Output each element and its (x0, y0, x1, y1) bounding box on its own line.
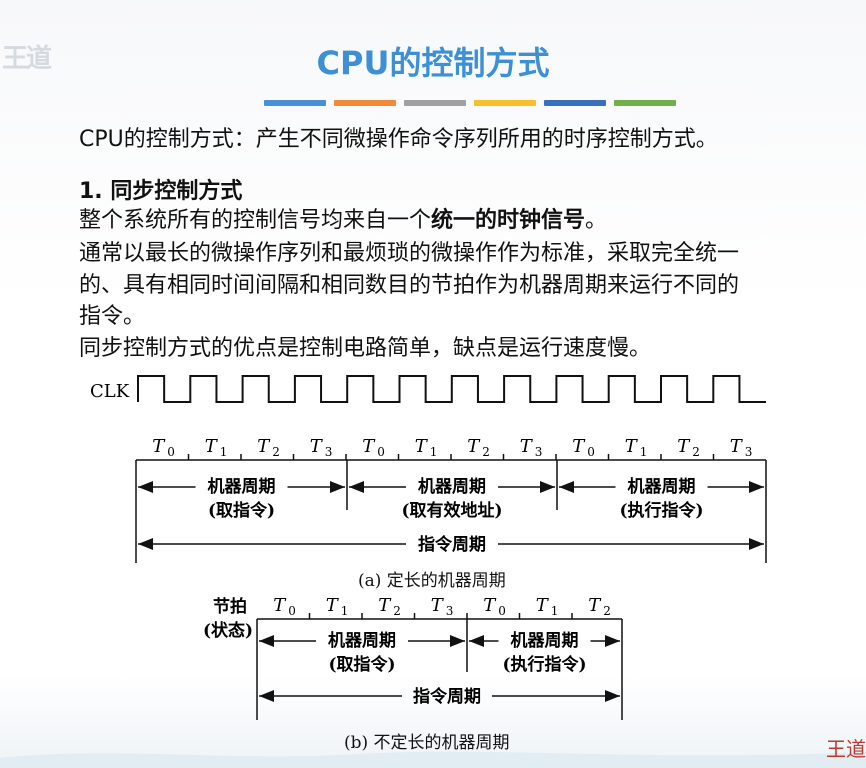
title-bar-4 (474, 100, 536, 106)
intro-text: CPU的控制方式：产生不同微操作命令序列所用的时序控制方式。 (79, 127, 718, 152)
instruction-cycle-label-b: 指令周期 (413, 686, 481, 707)
decorative-wave (0, 751, 866, 768)
b-cycle-0-sub: (取指令) (328, 654, 395, 675)
paragraph-line-4: 指令。 (79, 304, 146, 329)
a-beat-6: T (467, 436, 481, 457)
a-beat-0: T (152, 436, 166, 457)
a-beat-11: T (730, 436, 744, 457)
a-cycle-2-label: 机器周期 (628, 476, 696, 497)
beat-label-line2: (状态) (203, 620, 253, 641)
caption-b: (b) 不定长的机器周期 (344, 733, 510, 753)
title-bar-6 (614, 100, 676, 106)
b-beat-sub-2: 2 (393, 604, 401, 618)
paragraph-line-3: 的、具有相同时间间隔和相同数目的节拍作为机器周期来运行不同的 (79, 273, 740, 298)
a-cycle-1-sub: (取有效地址) (401, 500, 502, 521)
instruction-cycle-label-a: 指令周期 (418, 534, 486, 555)
title-bar-5 (544, 100, 606, 106)
section-heading: 1. 同步控制方式 (79, 179, 243, 204)
machine-cycles-a: 机器周期 (取指令) 机器周期 (取有效地址) 机器周期 (执行指令) (138, 476, 764, 521)
paragraph-line-5: 同步控制方式的优点是控制电路简单，缺点是运行速度慢。 (79, 336, 652, 361)
a-beat-7: T (520, 436, 534, 457)
b-beat-sub-0: 0 (288, 604, 296, 618)
b-beat-0: T (273, 595, 287, 616)
line1-bold: 统一的时钟信号 (431, 208, 586, 233)
b-cycle-0-label: 机器周期 (328, 630, 396, 651)
a-beat-sub-10: 2 (692, 445, 700, 459)
a-beat-sub-3: 3 (325, 445, 333, 459)
clk-label: CLK (90, 381, 130, 402)
b-beat-4: T (483, 595, 497, 616)
line1-prefix: 整个系统所有的控制信号均来自一个 (79, 208, 432, 233)
a-beat-sub-1: 1 (220, 445, 228, 459)
b-beat-sub-4: 0 (498, 604, 506, 618)
a-cycle-0-label: 机器周期 (208, 476, 276, 497)
b-beat-5: T (536, 595, 550, 616)
b-beat-sub-3: 3 (446, 604, 454, 618)
caption-a: (a) 定长的机器周期 (358, 571, 506, 591)
corner-brand: 王道 (826, 737, 866, 761)
b-beat-3: T (431, 595, 445, 616)
a-beat-3: T (310, 436, 324, 457)
paragraph-line-2: 通常以最长的微操作序列和最烦琐的微操作作为标准，采取完全统一 (79, 241, 740, 266)
title-bar-1 (264, 100, 326, 106)
beat-label-line1: 节拍 (213, 596, 247, 617)
a-beat-sub-0: 0 (167, 445, 175, 459)
slide-title: CPU的控制方式 (316, 44, 550, 82)
a-beat-sub-11: 3 (745, 445, 753, 459)
a-beat-sub-4: 0 (377, 445, 385, 459)
a-beat-sub-6: 2 (482, 445, 490, 459)
b-beat-sub-1: 1 (341, 604, 349, 618)
b-beat-1: T (326, 595, 340, 616)
a-beat-sub-5: 1 (430, 445, 438, 459)
a-beat-sub-7: 3 (535, 445, 543, 459)
a-beat-10: T (677, 436, 691, 457)
a-beat-4: T (362, 436, 376, 457)
watermark-logo: 王道 (2, 44, 52, 74)
b-beat-sub-5: 1 (551, 604, 559, 618)
a-beat-1: T (205, 436, 219, 457)
b-beat-2: T (378, 595, 392, 616)
a-beat-sub-8: 0 (587, 445, 595, 459)
a-cycle-2-sub: (执行指令) (619, 500, 703, 521)
title-bar-3 (404, 100, 466, 106)
b-beat-6: T (588, 595, 602, 616)
a-beat-9: T (625, 436, 639, 457)
machine-cycles-b: 机器周期 (取指令) 机器周期 (执行指令) (259, 630, 620, 675)
a-beat-2: T (257, 436, 271, 457)
paragraph-line-1: 整个系统所有的控制信号均来自一个统一的时钟信号。 (79, 207, 607, 235)
title-bar-2 (334, 100, 396, 106)
clock-waveform (137, 375, 766, 403)
b-beat-sub-6: 2 (603, 604, 611, 618)
a-beat-5: T (415, 436, 429, 457)
b-cycle-1-label: 机器周期 (511, 630, 579, 651)
b-cycle-1-sub: (执行指令) (502, 654, 586, 675)
a-beat-sub-2: 2 (272, 445, 280, 459)
a-beat-sub-9: 1 (640, 445, 648, 459)
a-cycle-0-sub: (取指令) (208, 500, 275, 521)
a-beat-8: T (572, 436, 586, 457)
a-cycle-1-label: 机器周期 (418, 476, 486, 497)
line1-suffix: 。 (585, 208, 608, 233)
